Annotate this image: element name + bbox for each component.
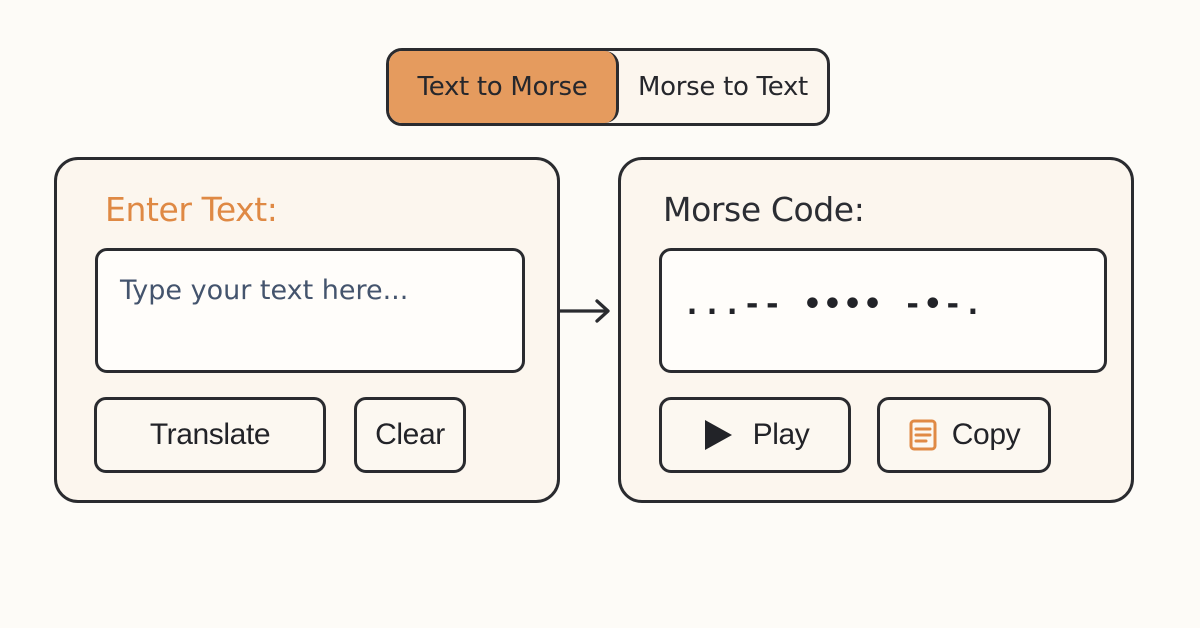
translate-button[interactable]: Translate: [94, 397, 326, 473]
morse-to-text-tab[interactable]: Morse to Text: [638, 72, 808, 102]
morse-output-text: ...-- •••• -•-.: [683, 287, 984, 322]
document-copy-icon: [908, 418, 940, 452]
text-input[interactable]: [95, 248, 525, 373]
output-panel: Morse Code: ...-- •••• -•-. Play Copy: [618, 157, 1134, 503]
morse-output-box: ...-- •••• -•-.: [659, 248, 1107, 373]
play-icon: [701, 418, 735, 452]
clear-button[interactable]: Clear: [354, 397, 466, 473]
input-panel: Enter Text: Translate Clear: [54, 157, 560, 503]
play-button[interactable]: Play: [659, 397, 851, 473]
mode-toggle: Text to Morse Morse to Text: [386, 48, 830, 126]
input-title: Enter Text:: [105, 190, 278, 229]
right-arrow-icon: [559, 299, 610, 323]
output-title: Morse Code:: [663, 190, 865, 229]
text-to-morse-tab[interactable]: Text to Morse: [389, 51, 619, 123]
copy-button[interactable]: Copy: [877, 397, 1051, 473]
play-label: Play: [752, 418, 810, 451]
copy-label: Copy: [951, 418, 1021, 451]
